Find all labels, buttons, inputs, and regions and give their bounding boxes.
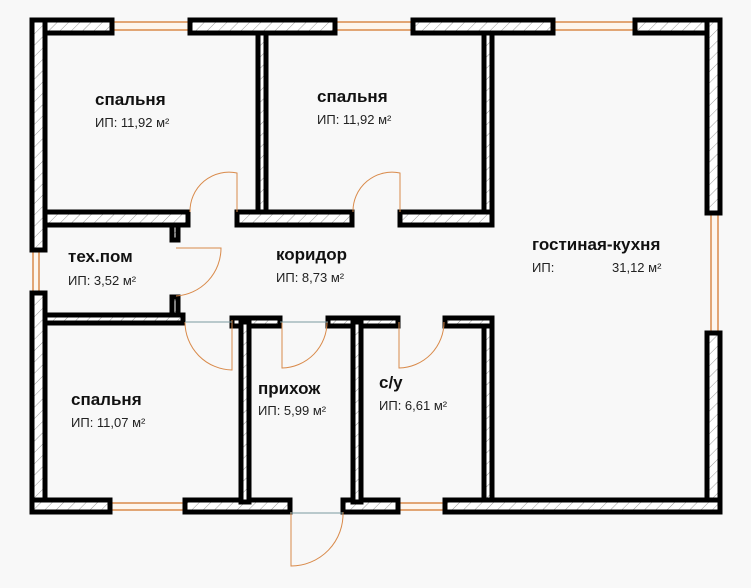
doors bbox=[175, 171, 445, 567]
walls bbox=[29, 17, 723, 515]
wall bbox=[29, 497, 113, 515]
wall bbox=[255, 30, 269, 216]
door-bedroom2[interactable] bbox=[352, 171, 401, 213]
room-name-hall: прихож bbox=[258, 379, 321, 398]
window-bottom-1 bbox=[109, 502, 186, 511]
room-name-bedroom3: спальня bbox=[71, 390, 142, 409]
room-name-bedroom1: спальня bbox=[95, 90, 166, 109]
room-area-tech: ИП: 3,52 м² bbox=[68, 273, 137, 288]
door-hall[interactable] bbox=[281, 321, 328, 369]
wall bbox=[234, 209, 355, 228]
window-right bbox=[710, 212, 719, 334]
room-name-corridor: коридор bbox=[276, 245, 347, 264]
wall bbox=[182, 497, 293, 515]
wall bbox=[42, 209, 191, 228]
wall bbox=[42, 312, 186, 326]
wall bbox=[442, 497, 723, 515]
room-area-label-living: ИП: bbox=[532, 260, 554, 275]
room-name-tech: тех.пом bbox=[68, 247, 133, 266]
wall bbox=[29, 17, 48, 253]
windows bbox=[32, 21, 719, 511]
wall bbox=[397, 209, 495, 228]
room-area-corridor: ИП: 8,73 м² bbox=[276, 270, 345, 285]
room-name-living: гостиная-кухня bbox=[532, 235, 660, 254]
room-name-bath: с/у bbox=[379, 373, 403, 392]
wall bbox=[481, 315, 495, 503]
wall bbox=[704, 17, 723, 216]
wall bbox=[238, 319, 252, 505]
wall bbox=[169, 294, 181, 318]
window-top-3 bbox=[552, 21, 636, 31]
room-area-living: 31,12 м² bbox=[612, 260, 662, 275]
wall bbox=[442, 315, 495, 329]
window-top-2 bbox=[334, 21, 414, 31]
room-area-bath: ИП: 6,61 м² bbox=[379, 398, 448, 413]
wall bbox=[29, 290, 48, 515]
wall bbox=[481, 30, 495, 228]
room-name-bedroom2: спальня bbox=[317, 87, 388, 106]
room-area-bedroom2: ИП: 11,92 м² bbox=[317, 112, 392, 127]
wall bbox=[704, 330, 723, 515]
window-left bbox=[32, 249, 40, 294]
wall bbox=[169, 222, 181, 243]
window-top-1 bbox=[111, 21, 191, 31]
door-bath[interactable] bbox=[398, 321, 445, 369]
door-bedroom3[interactable] bbox=[184, 320, 233, 371]
window-bottom-2 bbox=[397, 502, 446, 511]
room-area-hall: ИП: 5,99 м² bbox=[258, 403, 327, 418]
door-entrance[interactable] bbox=[290, 511, 344, 567]
door-bedroom1[interactable] bbox=[189, 171, 238, 213]
door-tech[interactable] bbox=[175, 247, 222, 297]
room-area-bedroom1: ИП: 11,92 м² bbox=[95, 115, 170, 130]
wall bbox=[350, 319, 364, 505]
room-area-bedroom3: ИП: 11,07 м² bbox=[71, 415, 146, 430]
